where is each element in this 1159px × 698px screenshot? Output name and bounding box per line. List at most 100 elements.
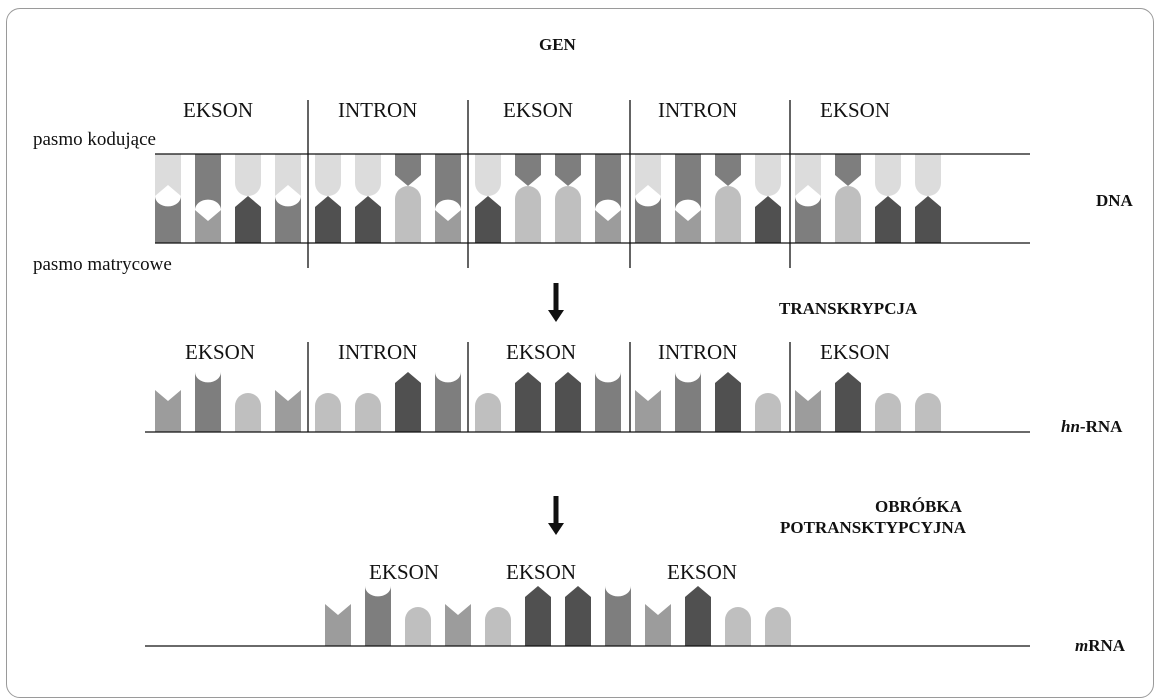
hnrna-base [755,393,781,432]
hnrna-base [515,372,541,432]
dna-template-base [275,196,301,243]
hnrna-label-italic: hn [1061,417,1080,436]
hnrna-segment-label-1: EKSON [185,340,256,364]
mrna-base [605,586,631,646]
mrna-base [525,586,551,646]
dna-template-base [515,186,541,243]
gene-expression-diagram [145,100,1030,647]
hnrna-segment-label-4: INTRON [658,340,738,364]
dna-coding-base [195,154,221,210]
hnrna-label: hn-RNA [1061,418,1122,435]
hnrna-base [875,393,901,432]
hnrna-base [835,372,861,432]
mrna-base [565,586,591,646]
hnrna-base [235,393,261,432]
mrna-base [365,586,391,646]
dna-coding-base [835,154,861,186]
hnrna-base [595,372,621,432]
dna-coding-base [715,154,741,186]
dna-coding-base [275,154,301,196]
hnrna-base [195,372,221,432]
hnrna-base [155,390,181,432]
transcription-label: TRANSKRYPCJA [779,299,918,318]
mrna-base [325,604,351,646]
dna-template-base [915,196,941,243]
dna-label: DNA [1096,191,1133,210]
hnrna-base [635,390,661,432]
dna-segment-label-1: EKSON [183,98,254,122]
transcription-arrow [548,283,564,322]
dna-template-base [875,196,901,243]
dna-template-base [475,196,501,243]
dna-coding-base [515,154,541,186]
mrna-label: mRNA [1075,637,1125,654]
hnrna-segment-label-2: INTRON [338,340,418,364]
processing-label-line1: OBRÓBKA [875,497,962,516]
processing-label-line2: POTRANSKTYPCYJNA [780,518,967,537]
dna-coding-base [315,154,341,196]
dna-template-base [355,196,381,243]
hnrna-base [275,390,301,432]
coding-strand-label: pasmo kodujące [33,129,156,150]
dna-template-base [315,196,341,243]
dna-coding-base [435,154,461,210]
dna-coding-base [915,154,941,196]
dna-coding-base [875,154,901,196]
hnrna-base [475,393,501,432]
dna-template-base [395,186,421,243]
dna-template-base [755,196,781,243]
mrna-base [725,607,751,646]
mrna-label-italic: m [1075,636,1089,655]
dna-coding-base [555,154,581,186]
mrna-base [765,607,791,646]
hnrna-base [315,393,341,432]
hnrna-base [675,372,702,432]
dna-template-base [155,196,181,243]
dna-coding-base [755,154,781,196]
hnrna-base [355,393,381,432]
hnrna-segment-label-3: EKSON [506,340,577,364]
mrna-segment-label-2: EKSON [506,560,577,584]
dna-segment-label-2: INTRON [338,98,418,122]
hnrna-base [555,372,581,432]
dna-coding-base [675,154,702,210]
hnrna-base [795,390,821,432]
dna-template-base [835,186,861,243]
gene-title: GEN [539,35,576,54]
hnrna-label-rest: -RNA [1079,417,1123,436]
dna-coding-base [795,154,821,196]
mrna-segment-label-1: EKSON [369,560,440,584]
dna-template-base [675,210,701,243]
mrna-base [645,604,671,646]
hnrna-base [435,372,461,432]
mrna-base [445,604,471,646]
dna-template-base [195,210,221,243]
dna-template-base [435,210,461,243]
dna-template-base [795,196,821,243]
dna-segment-label-3: EKSON [503,98,574,122]
dna-coding-base [155,154,181,196]
dna-template-base [595,210,621,243]
mrna-base [405,607,431,646]
dna-coding-base [235,154,261,196]
dna-coding-base [395,154,421,186]
hnrna-base [395,372,421,432]
dna-segment-label-4: INTRON [658,98,738,122]
mrna-base [485,607,511,646]
dna-template-base [235,196,261,243]
dna-segment-label-5: EKSON [820,98,891,122]
dna-template-base [635,196,661,243]
template-strand-label: pasmo matrycowe [33,254,172,275]
hnrna-base [915,393,941,432]
dna-coding-base [635,154,661,196]
dna-template-base [715,186,741,243]
hnrna-segment-label-5: EKSON [820,340,891,364]
mrna-segment-label-3: EKSON [667,560,738,584]
processing-arrow [548,496,564,535]
mrna-label-rest: RNA [1088,636,1126,655]
dna-coding-base [355,154,381,196]
mrna-base [685,586,711,646]
dna-template-base [555,186,581,243]
dna-coding-base [475,154,501,196]
hnrna-base [715,372,741,432]
